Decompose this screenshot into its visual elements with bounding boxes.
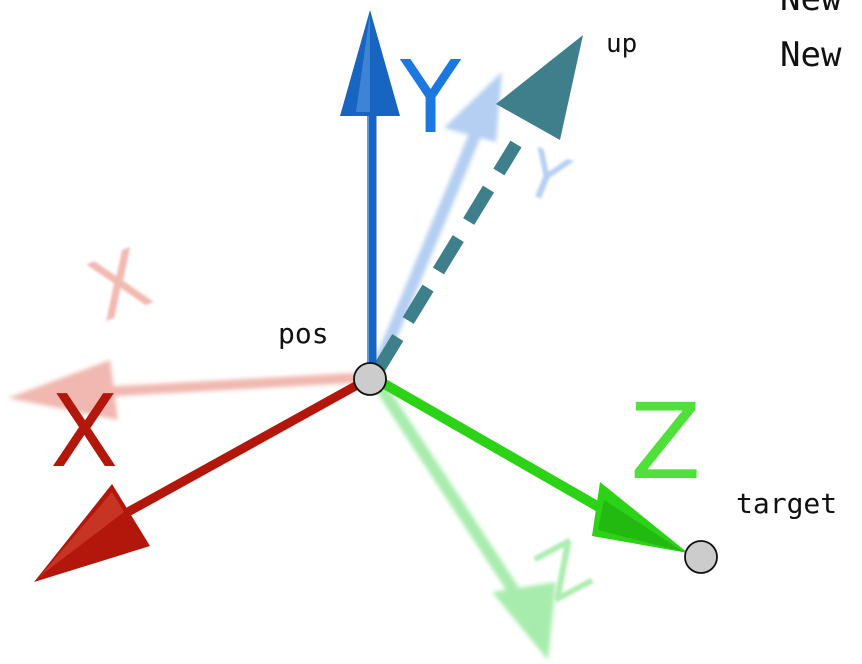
ghost-x-letter: X xyxy=(76,231,164,340)
z-axis-letter: Z xyxy=(630,381,701,503)
ghost-axes xyxy=(8,72,556,660)
x-axis xyxy=(34,374,373,582)
ghost-y-letter: Y xyxy=(513,136,579,220)
y-axis-letter: Y xyxy=(399,39,462,156)
ghost-y-axis xyxy=(370,72,502,378)
x-axis-letter: X xyxy=(50,373,119,490)
up-label: up xyxy=(606,29,637,59)
new-label-second: New xyxy=(780,35,842,75)
up-vector xyxy=(372,35,583,374)
target-label: target xyxy=(736,487,837,520)
ghost-x-axis xyxy=(8,360,377,420)
ghost-z-axis xyxy=(370,374,556,660)
new-label-top: New xyxy=(780,0,842,19)
z-axis xyxy=(371,373,688,553)
target-point xyxy=(684,540,718,574)
pos-label: pos xyxy=(278,317,329,350)
y-axis xyxy=(340,10,400,374)
pos-point xyxy=(353,362,387,396)
